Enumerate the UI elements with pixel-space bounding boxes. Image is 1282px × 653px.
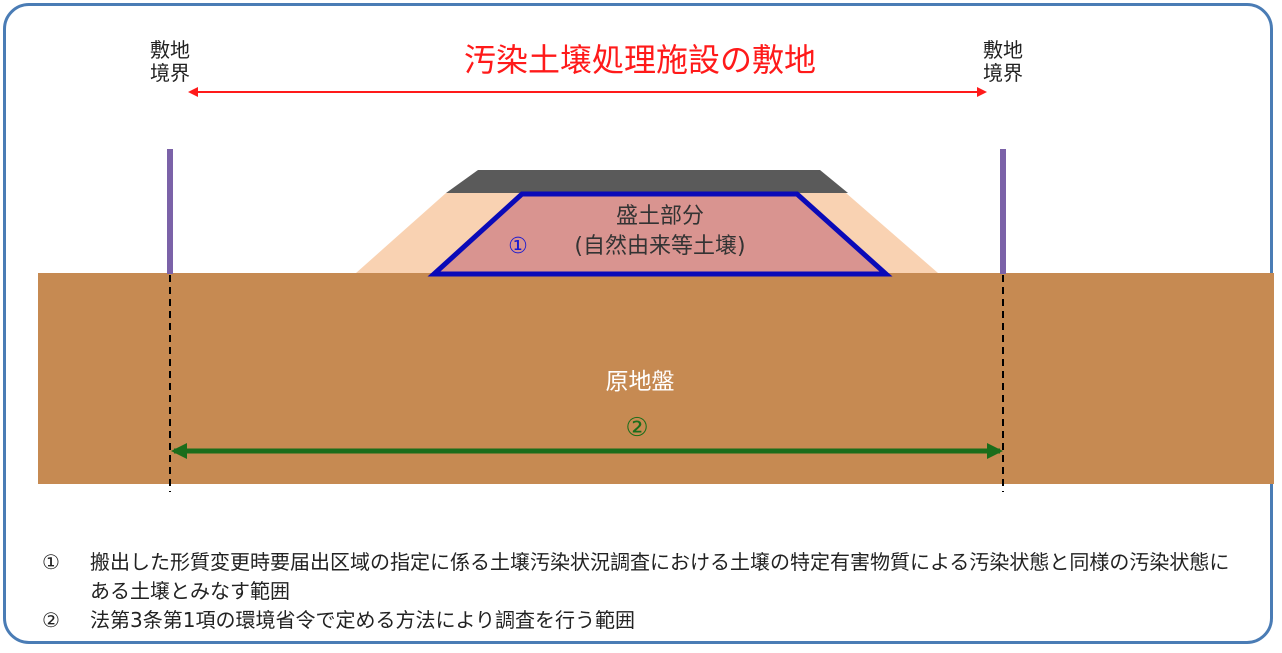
embankment-soil-label: (自然由来等土壌) — [574, 234, 746, 259]
boundary-post-right — [1000, 149, 1006, 274]
embankment-inner-soil — [427, 191, 893, 277]
note-item: ① 搬出した形質変更時要届出区域の指定に係る土壌汚染状況調査における土壌の特定有… — [42, 548, 1242, 606]
embankment-paving — [446, 170, 848, 193]
ground-label: 原地盤 — [605, 369, 675, 395]
note-marker: ② — [42, 608, 60, 632]
boundary-post-left — [167, 149, 173, 274]
notes-list: ① 搬出した形質変更時要届出区域の指定に係る土壌汚染状況調査における土壌の特定有… — [42, 548, 1242, 635]
note-item: ② 法第3条第1項の環境省令で定める方法により調査を行う範囲 — [42, 606, 1242, 635]
site-title: 汚染土壌処理施設の敷地 — [463, 41, 816, 79]
embankment-marker: ① — [508, 234, 528, 259]
note-marker: ① — [42, 550, 60, 574]
note-text: 搬出した形質変更時要届出区域の指定に係る土壌汚染状況調査における土壌の特定有害物… — [90, 550, 1230, 603]
boundary-label-right: 敷地境界 — [983, 38, 1023, 85]
boundary-label-left: 敷地境界 — [150, 38, 190, 85]
ground-marker: ② — [625, 413, 649, 443]
note-text: 法第3条第1項の環境省令で定める方法により調査を行う範囲 — [90, 608, 636, 632]
embankment-label: 盛土部分 — [615, 204, 704, 229]
